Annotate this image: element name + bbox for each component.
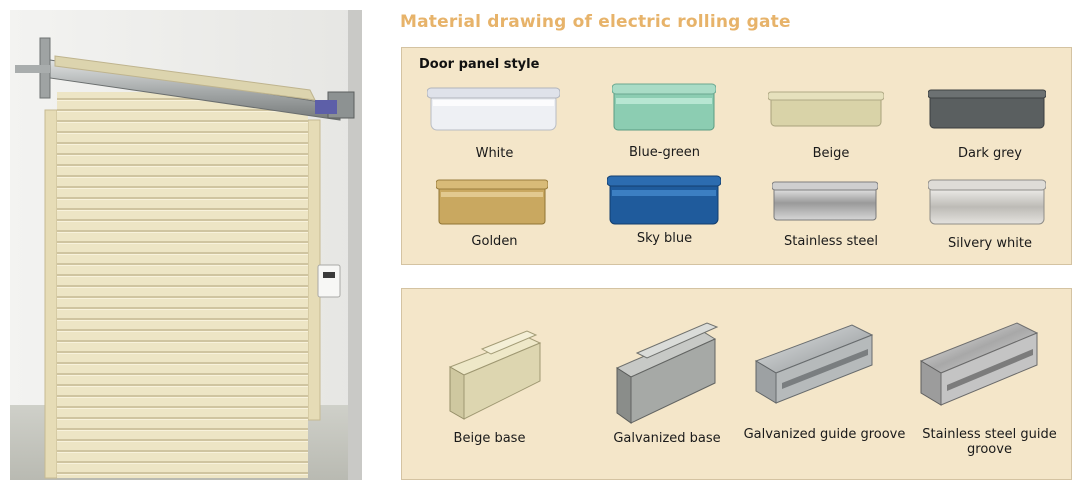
door-panel-heading: Door panel style	[419, 57, 540, 72]
accessory-label: Stainless steel guide groove	[922, 427, 1057, 457]
beige-panel-sample	[768, 91, 884, 127]
panel-label: Golden	[471, 234, 518, 249]
panel-item-stainless-steel: Stainless steel	[752, 170, 910, 260]
panel-item-golden: Golden	[412, 170, 577, 260]
accessories-panel: Beige base Galvanized base Galvanized gu…	[401, 288, 1072, 480]
accessory-galvanized-base: Galvanized base	[582, 309, 752, 474]
white-panel-sample	[427, 87, 560, 131]
beige-base-sample	[448, 330, 542, 420]
accessory-label: Beige base	[453, 431, 526, 446]
dark-grey-panel-sample	[928, 89, 1046, 129]
accessory-label: Galvanized base	[613, 431, 721, 446]
stainless-steel-panel-sample	[772, 181, 878, 221]
panel-item-white: White	[412, 76, 577, 166]
accessory-galvanized-guide-groove: Galvanized guide groove	[742, 309, 907, 474]
panel-item-blue-green: Blue-green	[582, 76, 747, 166]
rolling-gate-photo	[10, 10, 362, 480]
blue-green-panel-sample	[612, 83, 716, 131]
panel-label: Stainless steel	[784, 234, 878, 249]
panel-label: Dark grey	[958, 146, 1022, 161]
galvanized-base-sample	[615, 322, 719, 424]
panel-label: Silvery white	[948, 236, 1032, 251]
panel-label: Sky blue	[636, 231, 693, 246]
panel-item-dark-grey: Dark grey	[915, 76, 1065, 166]
panel-label: Beige	[812, 146, 850, 161]
golden-panel-sample	[436, 179, 548, 225]
panel-label: White	[475, 146, 514, 161]
accessory-beige-base: Beige base	[412, 309, 567, 474]
galvanized-guide-groove-sample	[754, 324, 874, 404]
panel-label: Blue-green	[628, 145, 700, 160]
accessory-stainless-steel-guide-groove: Stainless steel guide groove	[907, 309, 1072, 474]
sky-blue-panel-sample	[607, 175, 721, 225]
accessory-label: Galvanized guide groove	[743, 427, 906, 442]
silvery-white-panel-sample	[928, 179, 1046, 225]
panel-item-silvery-white: Silvery white	[915, 170, 1065, 260]
page-title: Material drawing of electric rolling gat…	[400, 12, 791, 32]
panel-item-sky-blue: Sky blue	[582, 170, 747, 260]
stainless-steel-guide-groove-sample	[919, 322, 1039, 406]
door-panel-style-panel: Door panel style White Blue-green Beige …	[401, 47, 1072, 265]
panel-item-beige: Beige	[752, 76, 910, 166]
